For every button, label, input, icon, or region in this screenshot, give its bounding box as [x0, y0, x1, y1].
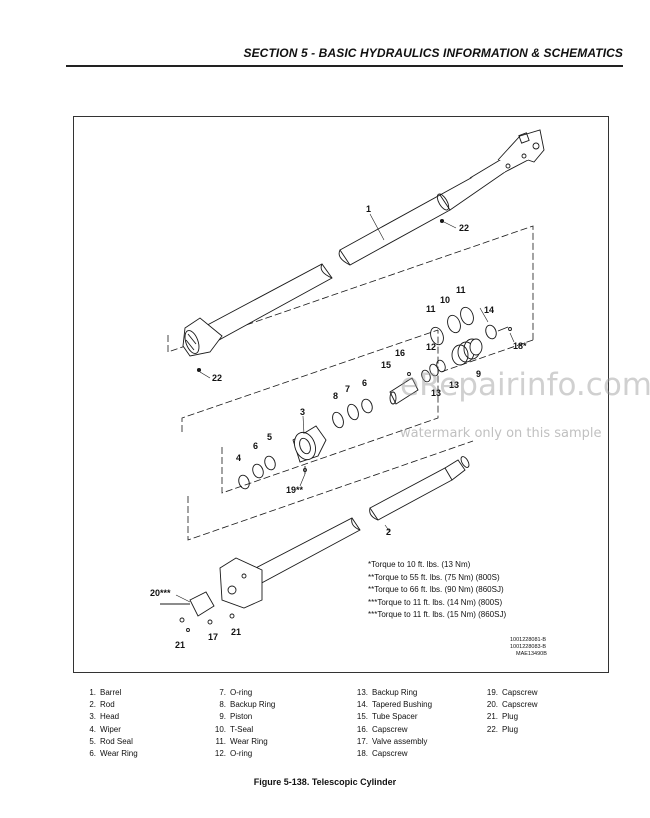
rod-part	[160, 456, 470, 632]
callout-17: 17	[208, 632, 218, 642]
section-title: SECTION 5 - BASIC HYDRAULICS INFORMATION…	[243, 46, 623, 60]
watermark-note: watermark only on this sample	[400, 426, 602, 441]
part-codes: 1001228081-B 1001228083-B MAE13490B	[510, 637, 547, 657]
part-code-3: MAE13490B	[516, 651, 547, 657]
barrel-part	[182, 129, 545, 373]
callout-3: 3	[300, 407, 305, 417]
callout-12: 12	[426, 342, 436, 352]
callout-22-left: 22	[212, 373, 222, 383]
callout-21-right: 21	[231, 627, 241, 637]
callout-8: 8	[333, 391, 338, 401]
part-code-1: 1001228081-B	[510, 637, 546, 643]
callout-labels: 1 22 22 11 10 11 14 18* 16 12 15 9 13 13…	[150, 204, 527, 650]
callout-2: 2	[386, 527, 391, 537]
callout-6-lower: 6	[253, 441, 258, 451]
watermark-logo: eRepairinfo.com	[400, 367, 650, 403]
figure-frame	[73, 116, 609, 673]
callout-11-left: 11	[426, 304, 436, 314]
torque-note-1: *Torque to 10 ft. lbs. (13 Nm)	[368, 560, 471, 569]
header-rule	[66, 65, 623, 67]
piston-parts	[389, 306, 512, 405]
callout-16: 16	[395, 348, 405, 358]
callout-15: 15	[381, 360, 391, 370]
callout-9: 9	[476, 369, 481, 379]
figure-caption: Figure 5-138. Telescopic Cylinder	[253, 777, 397, 787]
callout-14: 14	[484, 305, 494, 315]
callout-10: 10	[440, 295, 450, 305]
callout-1: 1	[366, 204, 371, 214]
leader-lines	[175, 213, 515, 603]
callout-22-top: 22	[459, 223, 469, 233]
part-code-2: 1001228083-B	[510, 644, 546, 650]
head-parts	[238, 398, 373, 490]
callout-21-left: 21	[175, 640, 185, 650]
callout-7: 7	[345, 384, 350, 394]
torque-note-3: **Torque to 66 ft. lbs. (90 Nm) (860SJ)	[368, 585, 504, 594]
callout-13-left: 13	[431, 388, 441, 398]
callout-5: 5	[267, 432, 272, 442]
torque-note-5: ***Torque to 11 ft. lbs. (15 Nm) (860SJ)	[368, 610, 506, 619]
callout-13-right: 13	[449, 380, 459, 390]
torque-note-2: **Torque to 55 ft. lbs. (75 Nm) (800S)	[368, 573, 500, 582]
callout-18: 18*	[513, 341, 527, 351]
callout-20: 20***	[150, 588, 171, 598]
callout-11-top: 11	[456, 285, 466, 295]
callout-19: 19**	[286, 485, 304, 495]
callout-6-upper: 6	[362, 378, 367, 388]
torque-notes: *Torque to 10 ft. lbs. (13 Nm) **Torque …	[368, 560, 506, 619]
torque-note-4: ***Torque to 11 ft. lbs. (14 Nm) (800S)	[368, 598, 502, 607]
callout-4: 4	[236, 453, 241, 463]
